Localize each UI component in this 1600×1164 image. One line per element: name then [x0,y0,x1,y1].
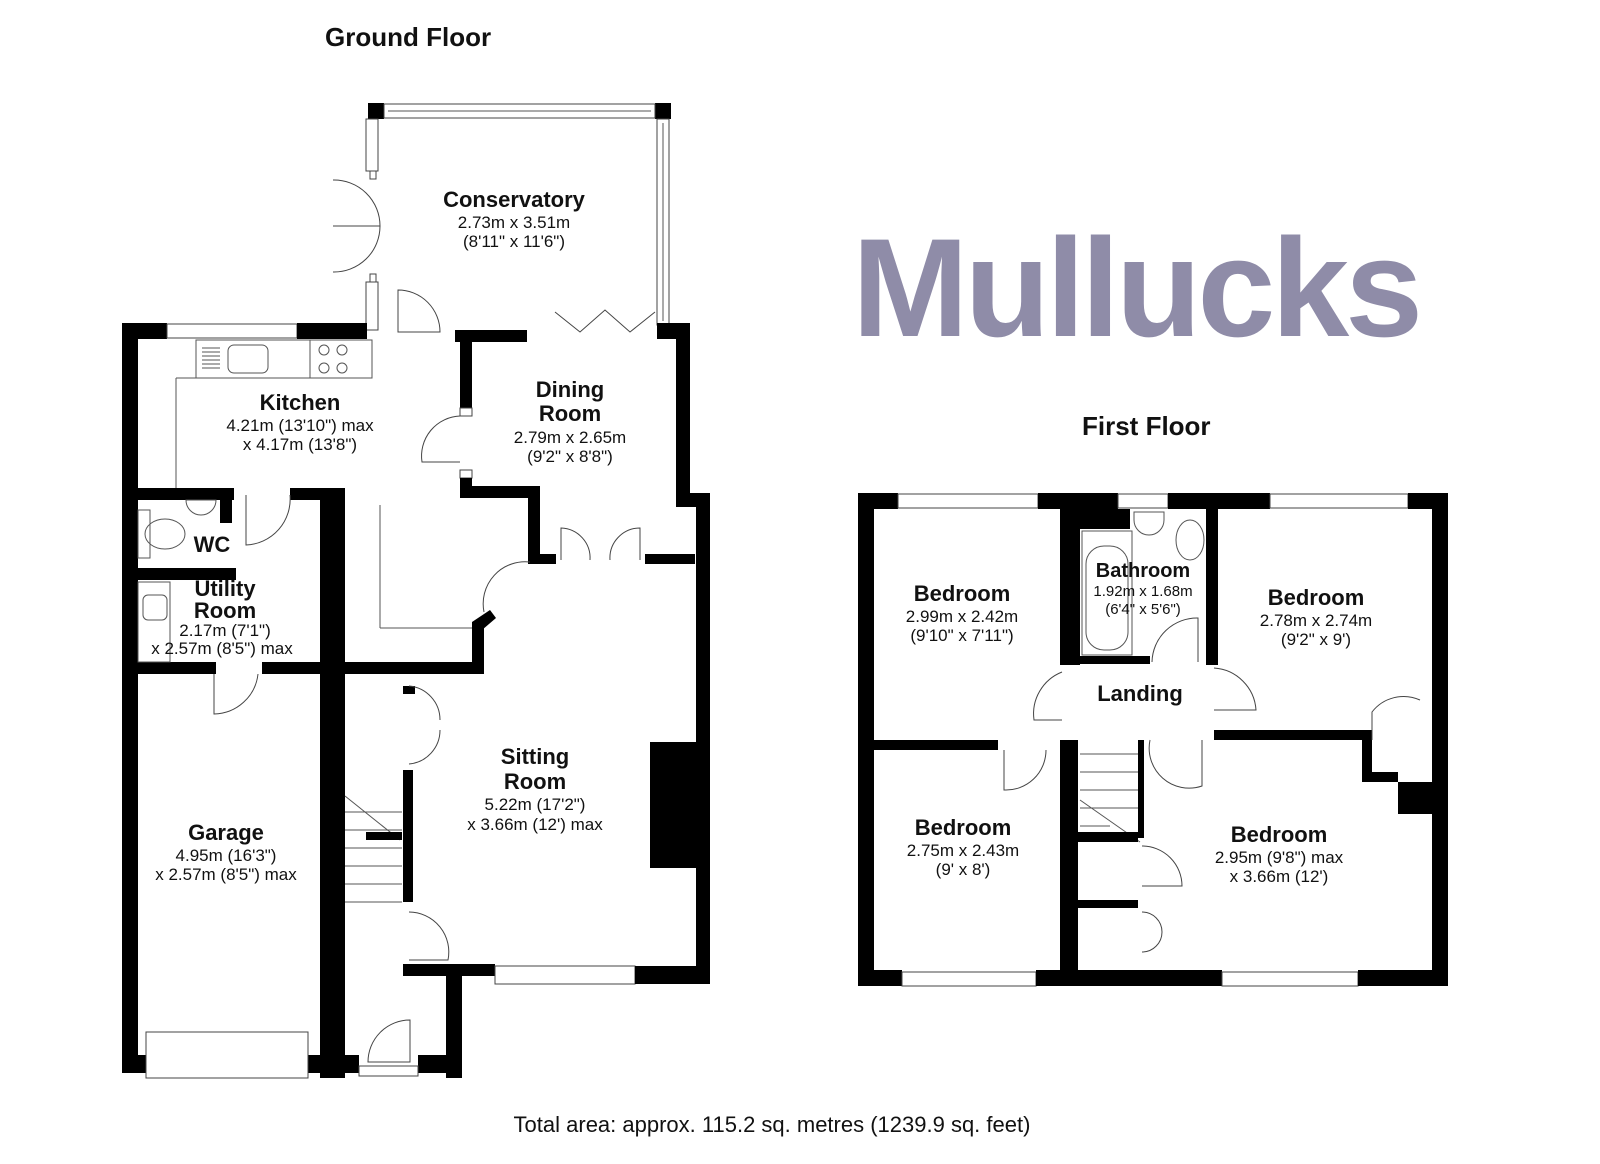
room-sitting: Sitting Room 5.22m (17'2") x 3.66m (12')… [467,744,603,834]
hob-icon [309,339,373,379]
room-dimension-1: 5.22m (17'2") [485,795,586,814]
room-dimension-imperial: (9'10" x 7'11") [910,626,1013,645]
room-dimension-1: 2.95m (9'8") max [1215,848,1344,867]
room-name: Bedroom [914,581,1011,606]
total-area-caption: Total area: approx. 115.2 sq. metres (12… [514,1112,1031,1137]
room-dimension-2: x 2.57m (8'5") max [155,865,297,884]
room-name: Kitchen [260,390,341,415]
room-bedroom-3: Bedroom 2.75m x 2.43m (9' x 8') [907,815,1019,879]
room-dimension-metric: 2.79m x 2.65m [514,428,626,447]
room-dining: Dining Room 2.79m x 2.65m (9'2" x 8'8") [514,377,626,466]
room-dimension-imperial: (9'2" x 8'8") [527,447,613,466]
ground-floor-title: Ground Floor [325,22,491,52]
brand-logo: Mullucks [852,209,1419,366]
room-garage: Garage 4.95m (16'3") x 2.57m (8'5") max [155,820,297,884]
first-floor-staircase-icon [1078,740,1144,843]
room-name-line1: Dining [536,377,604,402]
room-dimension-2: x 4.17m (13'8") [243,435,357,454]
room-dimension-metric: 2.99m x 2.42m [906,607,1018,626]
room-kitchen: Kitchen 4.21m (13'10") max x 4.17m (13'8… [226,390,374,454]
room-name-line2: Room [194,598,256,623]
room-bedroom-2: Bedroom 2.78m x 2.74m (9'2" x 9') [1260,585,1372,649]
toilet-icon [137,509,186,559]
room-name-line1: Sitting [501,744,569,769]
room-conservatory: Conservatory 2.73m x 3.51m (8'11" x 11'6… [443,187,586,251]
room-name: Bathroom [1096,560,1190,582]
room-dimension-imperial: (9'2" x 9') [1281,630,1351,649]
room-wc: WC [194,532,231,557]
room-name: Landing [1097,681,1183,706]
room-name: WC [194,532,231,557]
room-dimension-metric: 2.75m x 2.43m [907,841,1019,860]
room-name-line2: Room [539,401,601,426]
staircase-icon [344,795,402,903]
room-dimension-metric: 2.78m x 2.74m [1260,611,1372,630]
room-dimension-1: 4.21m (13'10") max [226,416,374,435]
room-name-line2: Room [504,769,566,794]
utility-sink-icon [137,581,171,663]
bathroom-basin-icon [1133,511,1165,536]
conservatory-structure [332,103,671,333]
room-name: Bedroom [915,815,1012,840]
room-name: Conservatory [443,187,586,212]
room-dimension-imperial: (8'11" x 11'6") [463,232,565,251]
basin-icon [185,499,217,516]
bathtub-icon [1081,530,1133,656]
room-dimension-metric: 2.73m x 3.51m [458,213,570,232]
room-dimension-metric: 1.92m x 1.68m [1093,583,1192,600]
ground-floor-plan [122,103,710,1079]
room-dimension-2: x 3.66m (12') max [467,815,603,834]
room-name: Bedroom [1268,585,1365,610]
room-bathroom: Bathroom 1.92m x 1.68m (6'4" x 5'6") [1093,560,1192,618]
room-landing: Landing [1097,681,1183,706]
first-floor-plan [858,493,1448,987]
garage-door [145,1031,309,1079]
room-name-line1: Utility [194,576,256,601]
room-bedroom-4: Bedroom 2.95m (9'8") max x 3.66m (12') [1215,822,1344,886]
bathroom-toilet-icon [1175,519,1205,561]
room-dimension-1: 4.95m (16'3") [176,846,277,865]
room-dimension-1: 2.17m (7'1") [179,621,270,640]
room-utility: Utility Room 2.17m (7'1") x 2.57m (8'5")… [151,576,293,658]
sink-icon [202,344,269,374]
room-name: Garage [188,820,264,845]
room-dimension-2: x 3.66m (12') [1230,867,1329,886]
room-bedroom-1: Bedroom 2.99m x 2.42m (9'10" x 7'11") [906,581,1018,645]
room-name: Bedroom [1231,822,1328,847]
room-dimension-imperial: (9' x 8') [936,860,991,879]
room-dimension-imperial: (6'4" x 5'6") [1105,601,1181,618]
first-floor-title: First Floor [1082,411,1211,441]
room-dimension-2: x 2.57m (8'5") max [151,639,293,658]
